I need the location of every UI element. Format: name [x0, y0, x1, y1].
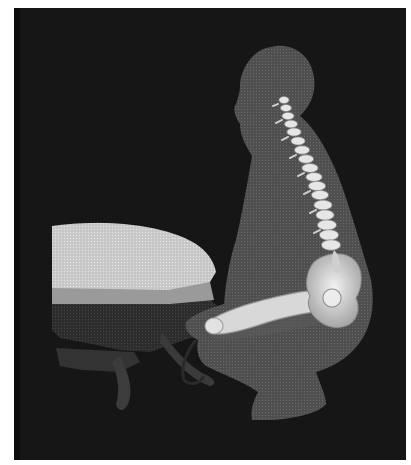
vertebra [312, 190, 329, 199]
knee-joint [205, 318, 223, 334]
vertebra [299, 155, 314, 163]
vertebra [314, 200, 332, 210]
background-edge [14, 8, 20, 460]
vertebra [285, 120, 298, 128]
vertebra [295, 146, 310, 154]
vertebra [291, 137, 305, 145]
vertebra [279, 97, 289, 104]
vertebra [281, 105, 292, 112]
vertebra [287, 128, 301, 136]
vertebra [309, 181, 326, 190]
vertebra [318, 220, 337, 230]
vertebra [306, 173, 322, 182]
vertebra [320, 230, 339, 240]
vertebra [316, 210, 334, 220]
vertebra [322, 240, 341, 250]
vertebra [302, 164, 318, 173]
hip-joint [323, 289, 341, 307]
vertebra [282, 112, 294, 119]
